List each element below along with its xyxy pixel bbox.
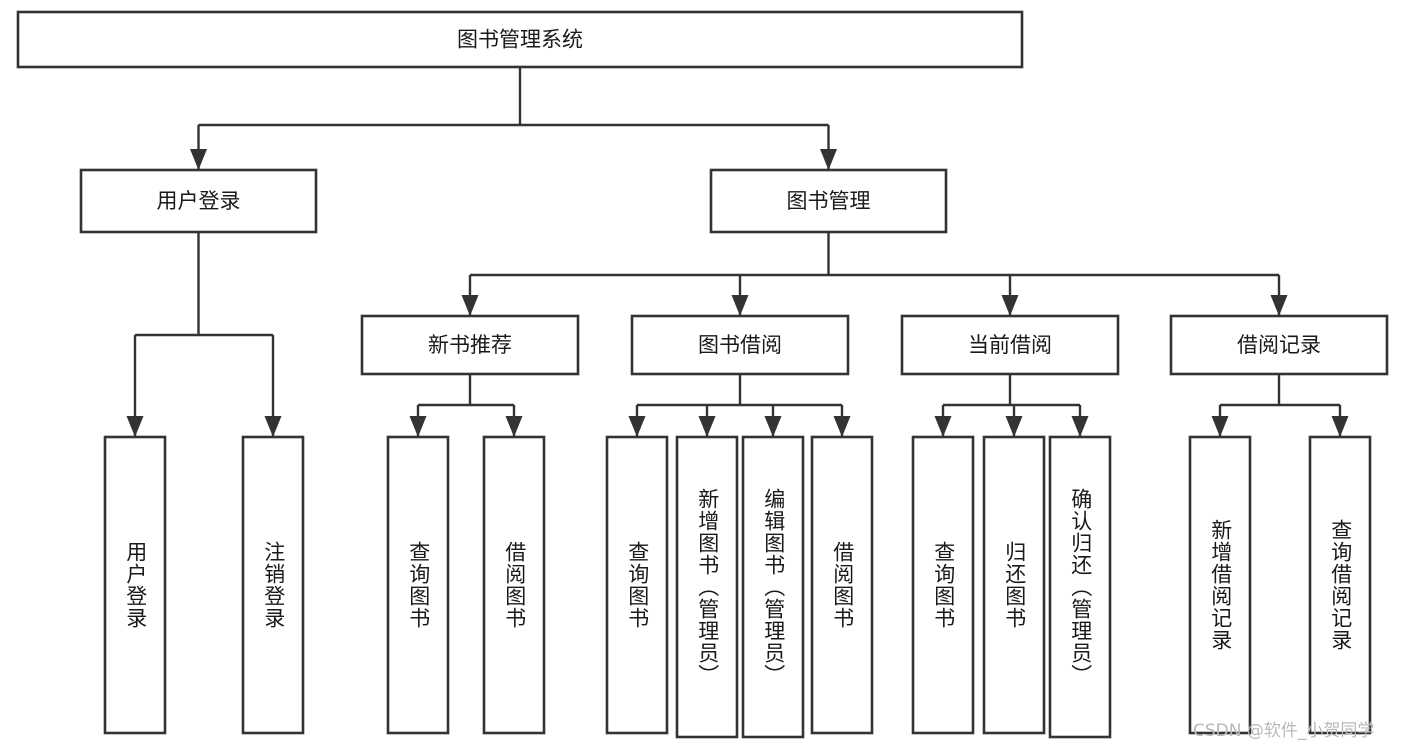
connector-layer [126, 67, 1349, 437]
node-box-leaf_6[interactable] [741, 435, 805, 739]
node-box-leaf_8[interactable] [911, 435, 975, 735]
node-box-l3_2[interactable] [900, 314, 1120, 376]
connector-arrowhead [264, 416, 282, 437]
connector-arrowhead [764, 416, 782, 437]
connector-arrowhead [820, 149, 837, 170]
node-box-l3_3[interactable] [1169, 314, 1389, 376]
connector-arrowhead [190, 149, 207, 170]
csdn-watermark: CSDN @软件_小贺同学 [1193, 721, 1375, 741]
connector-arrowhead [505, 416, 523, 437]
node-box-leaf_5[interactable] [675, 435, 739, 739]
node-box-l3_1[interactable] [630, 314, 850, 376]
node-box-leaf_0[interactable] [103, 435, 167, 735]
connector-arrowhead [833, 416, 851, 437]
node-label-l2_0: 用户登录 [157, 189, 241, 213]
connector-arrowhead [1270, 295, 1288, 316]
node-label-root: 图书管理系统 [457, 28, 583, 52]
connector-arrowhead [628, 416, 646, 437]
node-label-l2_1: 图书管理 [787, 189, 871, 213]
connector-arrowhead [1005, 416, 1023, 437]
node-box-leaf_3[interactable] [482, 435, 546, 735]
connector-arrowhead [934, 416, 952, 437]
node-box-l2_1[interactable] [709, 168, 948, 234]
node-box-l2_0[interactable] [79, 168, 318, 234]
connector-arrowhead [461, 295, 479, 316]
connector-arrowhead [731, 295, 749, 316]
node-box-leaf_4[interactable] [605, 435, 669, 735]
node-box-leaf_9[interactable] [982, 435, 1046, 735]
node-box-leaf_12[interactable] [1308, 435, 1372, 735]
node-box-leaf_1[interactable] [241, 435, 305, 735]
connector-arrowhead [1071, 416, 1089, 437]
node-box-l3_0[interactable] [360, 314, 580, 376]
connector-arrowhead [1211, 416, 1229, 437]
node-label-l3_2: 当前借阅 [968, 333, 1052, 357]
node-box-leaf_11[interactable] [1188, 435, 1252, 735]
node-label-l3_0: 新书推荐 [428, 333, 512, 357]
connector-arrowhead [1331, 416, 1349, 437]
node-box-leaf_2[interactable] [386, 435, 450, 735]
node-box-root[interactable] [16, 10, 1024, 69]
connector-arrowhead [126, 416, 144, 437]
node-box-leaf_7[interactable] [810, 435, 874, 735]
node-label-l3_3: 借阅记录 [1237, 333, 1321, 357]
connector-arrowhead [409, 416, 427, 437]
connector-arrowhead [698, 416, 716, 437]
node-box-leaf_10[interactable] [1048, 435, 1112, 739]
node-box-layer [16, 10, 1389, 739]
node-label-l3_1: 图书借阅 [698, 333, 782, 357]
connector-arrowhead [1001, 295, 1019, 316]
